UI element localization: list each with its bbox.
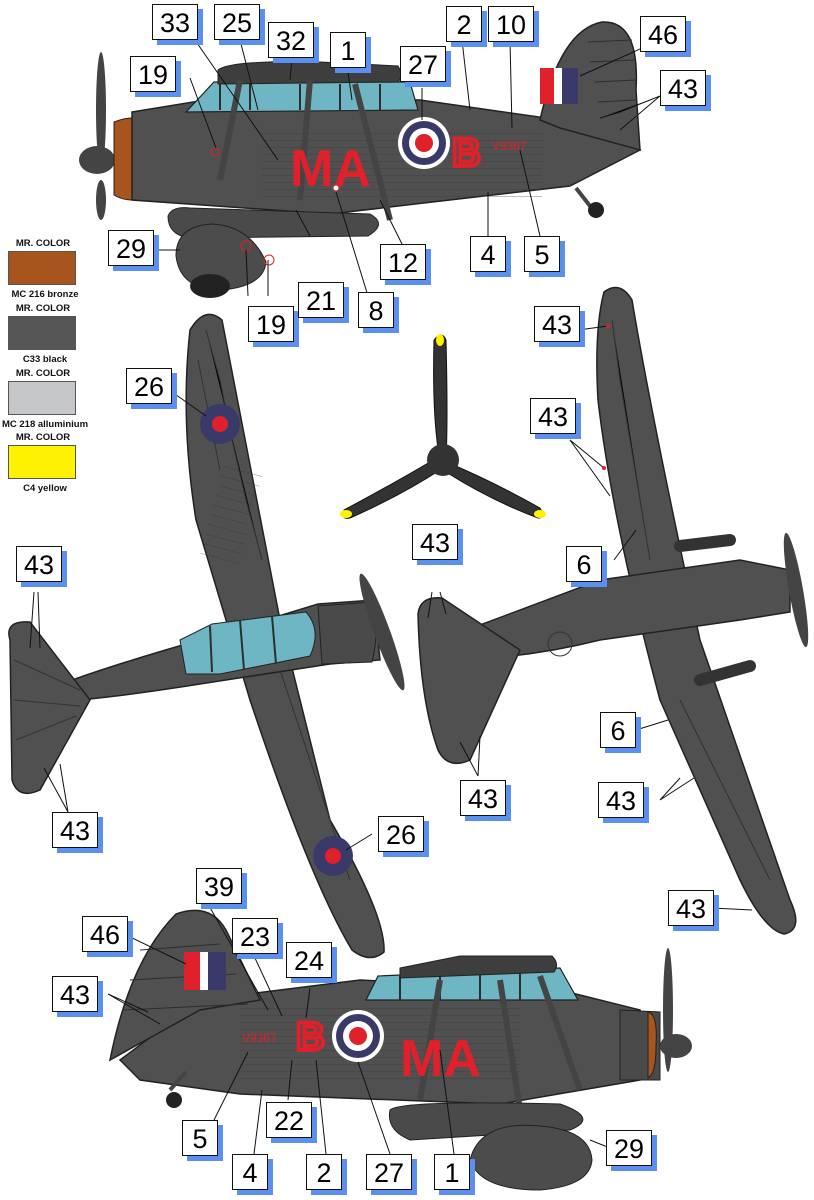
callout-4-bottom: 4 <box>232 1154 268 1190</box>
legend-header-4: MR. COLOR <box>15 432 71 443</box>
callout-4-top: 4 <box>470 236 506 272</box>
callout-43-plan-a: 43 <box>16 546 62 582</box>
swatch-yellow <box>8 445 76 479</box>
callout-29-top: 29 <box>108 230 154 266</box>
callout-8: 8 <box>358 292 394 328</box>
squadron-code-top: MA <box>290 140 371 198</box>
individual-letter-top: B <box>452 131 481 175</box>
propeller-hub <box>427 444 459 476</box>
callout-5-top: 5 <box>524 236 560 272</box>
swatch-name-bronze: MC 216 bronze <box>11 289 79 300</box>
side-view-left: MA B V9367 <box>79 21 661 298</box>
swatch-name-aluminium: MC 218 alluminium <box>1 419 89 430</box>
tailplane-upper <box>8 621 91 795</box>
fin-flash-white <box>554 68 562 104</box>
canopy-plan <box>179 611 316 675</box>
individual-letter-bottom: B <box>296 1015 325 1059</box>
plan-view-lower <box>417 286 809 935</box>
legend-header-3: MR. COLOR <box>15 368 71 379</box>
tailplane-lower <box>417 597 521 765</box>
swatch-name-yellow: C4 yellow <box>23 483 67 494</box>
callout-26-b: 26 <box>378 816 424 852</box>
main-wing-lower <box>596 286 797 935</box>
callout-2-top: 2 <box>446 6 482 42</box>
upper-wing-right <box>399 955 558 979</box>
callout-27-bottom: 27 <box>366 1154 412 1190</box>
serial-top: V9367 <box>492 139 527 153</box>
callout-43-plan-c: 43 <box>534 306 580 342</box>
callout-24: 24 <box>286 942 332 978</box>
serial-bottom: V9367 <box>242 1031 277 1045</box>
swatch-bronze <box>8 251 76 285</box>
callout-1-top: 1 <box>330 32 366 68</box>
tail-wheel <box>588 202 604 218</box>
callout-32: 32 <box>268 22 314 58</box>
propeller-front-view <box>340 334 546 519</box>
legend-header-1: MR. COLOR <box>15 238 71 249</box>
swatch-aluminium <box>8 381 76 415</box>
callout-26-a: 26 <box>126 368 172 404</box>
legend-header-2: MR. COLOR <box>15 303 71 314</box>
callout-22: 22 <box>266 1102 312 1138</box>
callout-39: 39 <box>196 868 242 904</box>
callout-43-bottom: 43 <box>52 976 98 1012</box>
callout-5-bottom: 5 <box>182 1120 218 1156</box>
swatch-name-black: C33 black <box>22 354 68 365</box>
callout-6-b: 6 <box>600 712 636 748</box>
callout-12: 12 <box>380 244 426 280</box>
callout-21: 21 <box>298 282 344 318</box>
callout-43-plan-g: 43 <box>598 782 644 818</box>
propeller-blade-lower <box>96 180 106 220</box>
side-view-right: MA B V9367 <box>107 903 692 1191</box>
propeller-lower <box>783 532 809 648</box>
callout-19-b: 19 <box>248 306 294 342</box>
callout-25: 25 <box>214 4 260 40</box>
callout-23: 23 <box>232 918 278 954</box>
callout-43-plan-e: 43 <box>412 524 458 560</box>
fin-flash-red <box>540 68 554 104</box>
callout-33: 33 <box>152 4 198 40</box>
callout-2-bottom: 2 <box>306 1154 342 1190</box>
callout-1-bottom: 1 <box>434 1154 470 1190</box>
callout-43-plan-f: 43 <box>460 780 506 816</box>
callout-10: 10 <box>488 6 534 42</box>
cowling-right-bronze <box>647 1011 657 1079</box>
callout-46-top: 46 <box>640 16 686 52</box>
wheel <box>190 274 230 298</box>
roundel-red <box>415 134 433 152</box>
callout-29-bottom: 29 <box>606 1130 652 1166</box>
fin-flash-red-right <box>184 952 200 990</box>
fin-flash-blue-right <box>208 952 226 990</box>
squadron-code-bottom: MA <box>400 1030 481 1088</box>
callout-43-plan-h: 43 <box>668 890 714 926</box>
swatch-black <box>8 316 76 350</box>
propeller-blade-upper <box>96 52 106 168</box>
cowling-bronze <box>113 117 133 201</box>
wheel-spat-right <box>469 1124 593 1191</box>
callout-46-bottom: 46 <box>82 916 128 952</box>
plan-view-upper <box>8 313 405 959</box>
callout-43-plan-b: 43 <box>52 812 98 848</box>
callout-6-a: 6 <box>566 546 602 582</box>
callout-43-top: 43 <box>660 70 706 106</box>
fin-flash-blue <box>562 68 578 104</box>
callout-43-plan-d: 43 <box>530 398 576 434</box>
callout-19-a: 19 <box>130 56 176 92</box>
propeller-plan <box>359 573 405 691</box>
callout-27-top: 27 <box>400 46 446 82</box>
spinner <box>79 146 115 174</box>
